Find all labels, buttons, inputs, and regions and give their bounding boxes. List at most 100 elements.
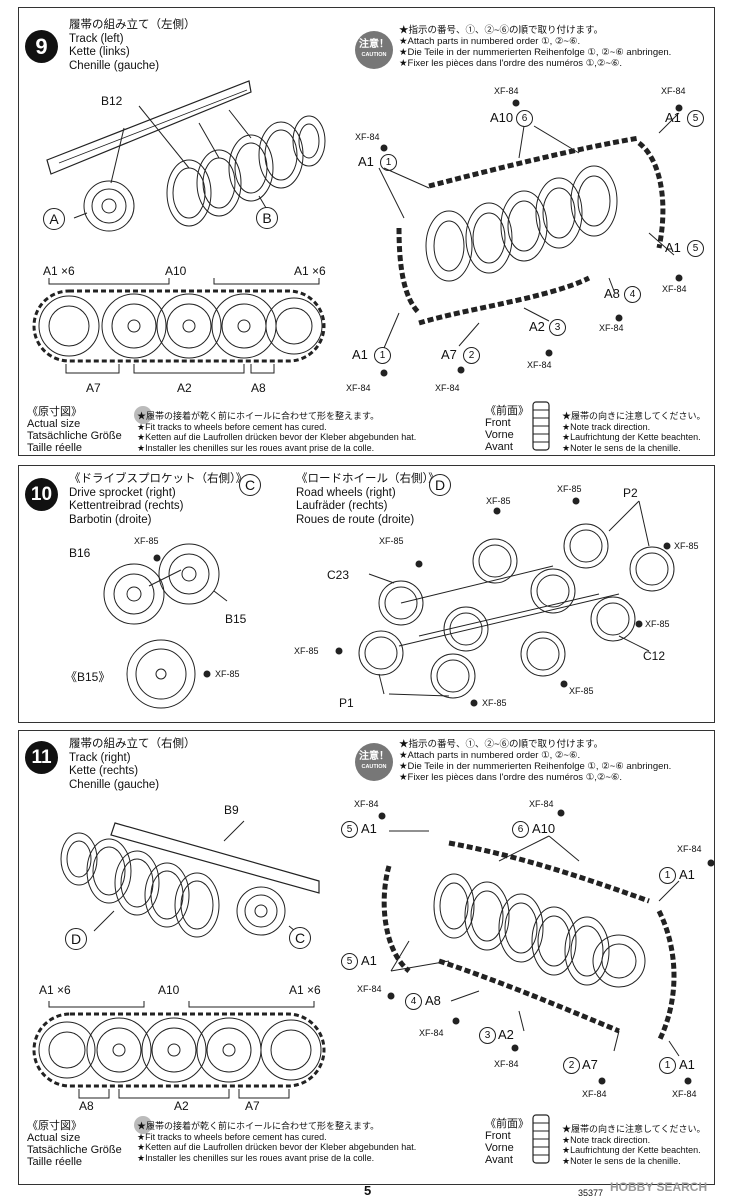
label-xf84-1: XF-84	[354, 799, 379, 809]
label-xf85-e: XF-85	[674, 541, 699, 551]
label-a8: A8	[251, 381, 266, 395]
label-b: B	[256, 207, 278, 229]
step-number: 10	[25, 478, 58, 511]
label-a7: A7	[86, 381, 101, 395]
label-b16: B16	[69, 546, 91, 560]
label-xf84-4: XF-84	[662, 284, 687, 294]
step-circle-3: 3	[479, 1027, 496, 1044]
sprocket-letter: C	[239, 474, 261, 496]
label-c23: C23	[327, 568, 350, 582]
left-track-exploded-drawing	[46, 80, 326, 232]
label-a1-top-right: A1	[665, 110, 681, 125]
label-a1-right-mid: A1	[665, 240, 681, 255]
step-circle-5b: 5	[687, 240, 704, 257]
caution-text: ★指示の番号、①、②~⑥の順で取り付けます。 ★Attach parts in …	[399, 739, 672, 783]
label-a1-left-mid: A1	[361, 953, 377, 968]
label-a1-left: A1 ×6	[39, 983, 71, 997]
label-a1-bottom-right: A1	[679, 1057, 695, 1072]
tip-balloon-icon	[134, 1116, 152, 1134]
label-c12: C12	[643, 649, 666, 663]
step-title: 履帯の組み立て（左側） Track (left) Kette (links) C…	[69, 19, 196, 73]
right-track-assembly-drawing	[378, 99, 683, 377]
sprocket-title: 《ドライブスプロケット（右側）》 Drive sprocket (right) …	[69, 473, 248, 526]
label-xf84-2: XF-84	[661, 86, 686, 96]
step-circle-2: 2	[463, 347, 480, 364]
label-a8-right: A8	[604, 286, 620, 301]
label-xf84-8: XF-84	[672, 1089, 697, 1099]
label-a10: A10	[158, 983, 180, 997]
label-a2-right: A2	[498, 1027, 514, 1042]
label-xf84-7: XF-84	[346, 383, 371, 393]
label-a7-right: A7	[582, 1057, 598, 1072]
step-circle-4: 4	[624, 286, 641, 303]
label-xf84-1: XF-84	[494, 86, 519, 96]
label-xf84-5: XF-84	[599, 323, 624, 333]
label-a1-right: A1	[679, 867, 695, 882]
label-p2: P2	[623, 486, 638, 500]
caution-text: ★指示の番号、①、②~⑥の順で取り付けます。 ★Attach parts in …	[399, 25, 672, 69]
product-code: 35377	[578, 1188, 604, 1198]
label-xf84-6: XF-84	[527, 360, 552, 370]
label-a1-left: A1 ×6	[43, 264, 75, 278]
label-a8-right: A8	[425, 993, 441, 1008]
label-xf85-i: XF-85	[569, 686, 594, 696]
step-circle-1b: 1	[659, 1057, 676, 1074]
caution-badge: 注意！ CAUTION	[355, 31, 393, 69]
step-circle-1a: 1	[380, 154, 397, 171]
label-xf84-3: XF-84	[355, 132, 380, 142]
title-de: Kette (links)	[69, 46, 130, 58]
label-a2: A2	[174, 1099, 189, 1113]
label-a1-left-top: A1	[358, 154, 374, 169]
label-a8: A8	[79, 1099, 94, 1113]
step-title: 履帯の組み立て（右側） Track (right) Kette (rechts)…	[69, 738, 196, 791]
label-a1-right: A1 ×6	[289, 983, 321, 997]
right-track-assembly-drawing	[378, 809, 715, 1085]
label-a10-right: A10	[490, 110, 514, 125]
step-circle-1b: 1	[374, 347, 391, 364]
label-a10-right: A10	[532, 821, 556, 836]
road-wheels-title: 《ロードホイール（右側）》 Road wheels (right) Laufrä…	[296, 473, 440, 526]
fit-tracks-note: ★履帯の接着が乾く前にホイールに合わせて形を整えます。 ★Fit tracks …	[137, 411, 417, 453]
road-title-jp: 《ロードホイール（右側）》	[296, 473, 440, 485]
label-xf84-8: XF-84	[435, 383, 460, 393]
title-fr: Chenille (gauche)	[69, 59, 160, 72]
step-circle-1a: 1	[659, 867, 676, 884]
step-circle-6: 6	[512, 821, 529, 838]
label-a1-right: A1 ×6	[294, 264, 326, 278]
track-direction-icon	[532, 1114, 550, 1164]
track-direction-icon	[532, 401, 550, 451]
title-en: Track (left)	[69, 32, 124, 45]
label-a7: A7	[245, 1099, 260, 1113]
label-d: D	[65, 928, 87, 950]
label-a7-right: A7	[441, 347, 457, 362]
label-a2: A2	[177, 381, 192, 395]
actual-size-track-drawing	[32, 1001, 326, 1099]
sprocket-title-jp: 《ドライブスプロケット（右側）》	[69, 473, 248, 485]
label-xf85-c: XF-85	[486, 496, 511, 506]
label-b15-detail: 《B15》	[65, 670, 111, 684]
label-xf85-j: XF-85	[482, 698, 507, 708]
step-10-panel: 10 《ドライブスプロケット（右側）》 Drive sprocket (righ…	[18, 465, 715, 723]
page-number: 5	[364, 1183, 372, 1198]
tip-balloon-icon	[134, 406, 152, 424]
label-xf85-d: XF-85	[557, 484, 582, 494]
road-wheels-letter: D	[429, 474, 451, 496]
label-xf84-4: XF-84	[357, 984, 382, 994]
label-a1-top-left: A1	[361, 821, 377, 836]
step-11-panel: 11 履帯の組み立て（右側） Track (right) Kette (rech…	[18, 730, 715, 1185]
label-xf85-f: XF-85	[379, 536, 404, 546]
step-circle-5a: 5	[687, 110, 704, 127]
label-a: A	[43, 208, 65, 230]
title-jp: 履帯の組み立て（左側）	[69, 19, 196, 31]
caution-badge: 注意！ CAUTION	[355, 743, 393, 781]
label-xf84-2: XF-84	[529, 799, 554, 809]
label-xf84-5: XF-84	[419, 1028, 444, 1038]
label-xf85-b: XF-85	[215, 669, 240, 679]
label-a2-right: A2	[529, 319, 545, 334]
step10-drawing	[103, 497, 675, 709]
label-xf84-3: XF-84	[677, 844, 702, 854]
fit-tracks-note: ★履帯の接着が乾く前にホイールに合わせて形を整えます。 ★Fit tracks …	[137, 1121, 417, 1163]
label-b12: B12	[101, 94, 123, 108]
front-caption: 《前面》 Front Vorne Avant	[485, 1118, 529, 1166]
step-number: 11	[25, 741, 58, 774]
